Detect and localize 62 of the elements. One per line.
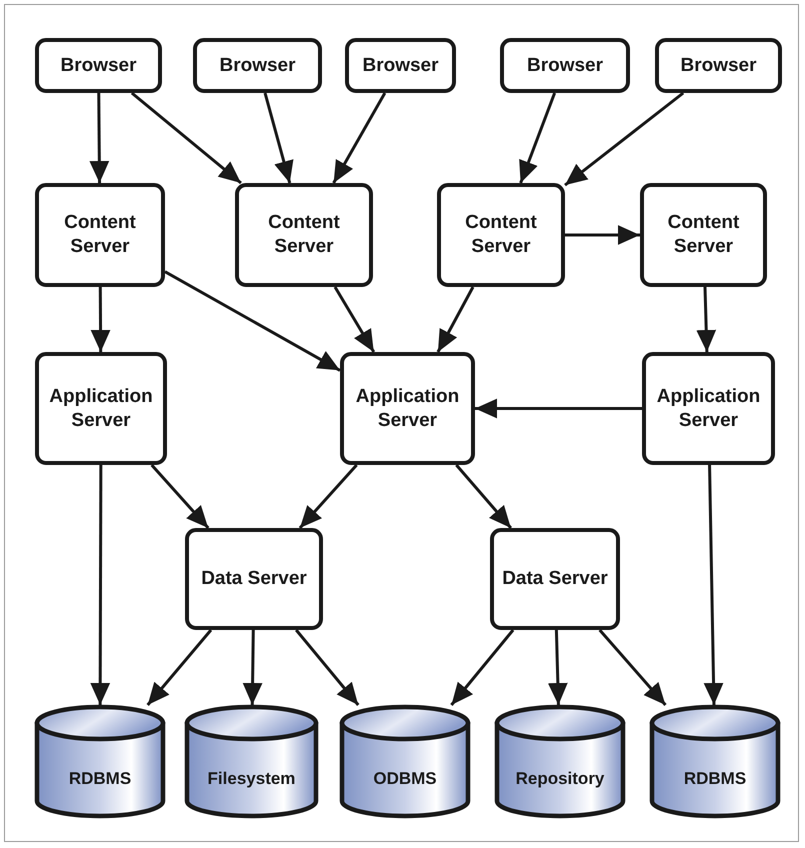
node-label: Data Server (502, 567, 608, 591)
node-label: Browser (362, 54, 439, 78)
arrow (242, 630, 262, 706)
server-box (35, 352, 167, 465)
arrow (90, 465, 110, 705)
server-box (35, 183, 165, 287)
node-label: Content Server (267, 211, 341, 259)
arrow (146, 629, 212, 706)
server-box (340, 352, 475, 465)
server-box (490, 528, 620, 630)
node-label: Repository (516, 768, 604, 790)
node-label: Content Server (63, 211, 137, 259)
node-label: RDBMS (68, 768, 132, 790)
arrow (704, 464, 724, 706)
database-cylinder (35, 705, 165, 818)
arrow (150, 464, 210, 529)
arrow (130, 92, 242, 184)
node-label: ODBMS (373, 768, 437, 790)
node-label: Filesystem (208, 768, 296, 790)
node-label: Data Server (201, 567, 307, 591)
arrow (450, 629, 514, 706)
server-box (235, 183, 373, 287)
arrow (565, 225, 640, 245)
server-box (642, 352, 775, 465)
database-cylinder (495, 705, 625, 818)
server-box (437, 183, 565, 287)
arrow (332, 92, 386, 184)
arrow (519, 92, 556, 184)
arrow (164, 270, 341, 372)
node-label: Application Server (656, 384, 762, 432)
arrow (696, 286, 716, 352)
arrow (455, 464, 512, 529)
node-label: Application Server (48, 384, 154, 432)
arrow (264, 92, 294, 184)
node-label: Content Server (464, 211, 538, 259)
arrow (298, 464, 358, 529)
server-box (655, 38, 782, 93)
server-box (345, 38, 456, 93)
node-label: Content Server (666, 211, 740, 259)
arrow (90, 286, 110, 352)
database-cylinder (650, 705, 780, 818)
server-box (35, 38, 162, 93)
arrow (475, 398, 642, 418)
database-cylinder (185, 705, 318, 818)
database-cylinder (340, 705, 470, 818)
arrow (89, 92, 110, 184)
node-label: Browser (526, 54, 604, 78)
node-label: Browser (60, 54, 137, 78)
server-box (500, 38, 630, 93)
node-label: Browser (219, 54, 296, 78)
arrow (564, 92, 684, 186)
node-label: Browser (680, 54, 757, 78)
server-box (193, 38, 322, 93)
server-box (185, 528, 323, 630)
arrow (334, 286, 376, 353)
node-label: Application Server (354, 384, 460, 432)
arrow (295, 629, 360, 706)
node-label: RDBMS (684, 768, 746, 790)
arrow (598, 629, 667, 706)
server-box (640, 183, 767, 287)
arrow (548, 630, 568, 706)
arrow (436, 286, 474, 353)
